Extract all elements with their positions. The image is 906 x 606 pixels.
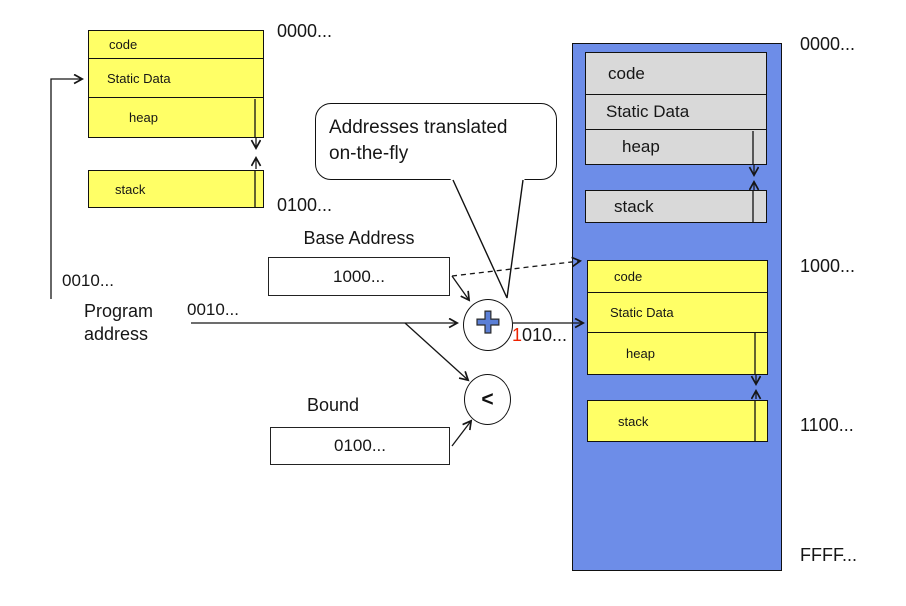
segment-label: stack — [115, 181, 146, 197]
base-to-physical-dashed-arrow — [451, 261, 580, 277]
physical-addr-top: 0000... — [800, 34, 856, 54]
bound-label: Bound — [306, 395, 360, 415]
segment-label: code — [614, 269, 643, 284]
segment-label: heap — [129, 110, 158, 125]
program-address-value: 0010... — [62, 271, 114, 290]
bound-to-comparator-arrow — [451, 421, 471, 447]
segment-label: code — [109, 37, 138, 52]
callout-bubble: Addresses translated on-the-fly — [315, 103, 557, 180]
process-static-data-segment: Static Data — [588, 292, 767, 332]
program-static-data-segment: Static Data — [89, 58, 263, 97]
resident-stack-segment: stack — [585, 190, 767, 223]
resident-code-segment: code — [586, 53, 766, 94]
segment-label: Static Data — [610, 305, 674, 320]
physical-addr-bottom: FFFF... — [800, 545, 857, 565]
base-to-adder-arrow — [451, 275, 469, 300]
process-segment-stack: code Static Data heap — [587, 260, 768, 375]
program-address-label: Program address — [84, 300, 153, 346]
callout-line1: Addresses translated — [329, 117, 508, 138]
process-code-segment: code — [588, 261, 767, 292]
plus-icon: ✚ — [475, 306, 501, 341]
segment-label: heap — [626, 346, 655, 361]
segment-label: Static Data — [107, 70, 171, 86]
comparator-circle: < — [464, 374, 511, 425]
segment-label: stack — [614, 196, 654, 216]
physical-addr-bound-end: 1100... — [800, 415, 854, 435]
callout-tail — [449, 176, 525, 298]
program-address-bus-value: 0010... — [187, 300, 239, 319]
resident-heap-segment: heap — [586, 129, 766, 164]
process-stack-segment: stack — [587, 400, 768, 442]
callout-line2: on-the-fly — [329, 143, 409, 164]
physical-addr-base: 1000... — [800, 256, 856, 276]
program-code-segment: code — [89, 31, 263, 58]
entry-arrow — [50, 79, 82, 299]
segment-label: code — [608, 63, 645, 83]
bound-register: 0100... — [270, 427, 450, 465]
translated-address-rest: 010... — [522, 325, 568, 345]
translated-address: 1010... — [512, 325, 567, 346]
comparator-branch-arrow — [404, 322, 468, 380]
program-address-label-line1: Program — [84, 301, 154, 321]
callout-tail-edges — [452, 179, 524, 299]
segment-label: Static Data — [606, 102, 690, 121]
process-heap-segment: heap — [588, 332, 767, 374]
translated-address-msb: 1 — [512, 325, 523, 345]
adder-circle: ✚ — [463, 299, 513, 351]
program-space-segment-stack: code Static Data heap — [88, 30, 264, 138]
base-address-label: Base Address — [303, 228, 415, 248]
program-address-label-line2: address — [84, 324, 149, 344]
resident-static-data-segment: Static Data — [586, 94, 766, 129]
program-space-addr-top: 0000... — [277, 21, 333, 41]
program-space-addr-bottom: 0100... — [277, 195, 333, 215]
resident-segment-stack: code Static Data heap — [585, 52, 767, 165]
base-address-register: 1000... — [268, 257, 450, 296]
segment-label: heap — [622, 137, 660, 156]
segment-label: stack — [618, 413, 649, 429]
program-stack-segment: stack — [88, 170, 264, 208]
program-heap-segment: heap — [89, 97, 263, 137]
less-than-icon: < — [481, 388, 494, 411]
